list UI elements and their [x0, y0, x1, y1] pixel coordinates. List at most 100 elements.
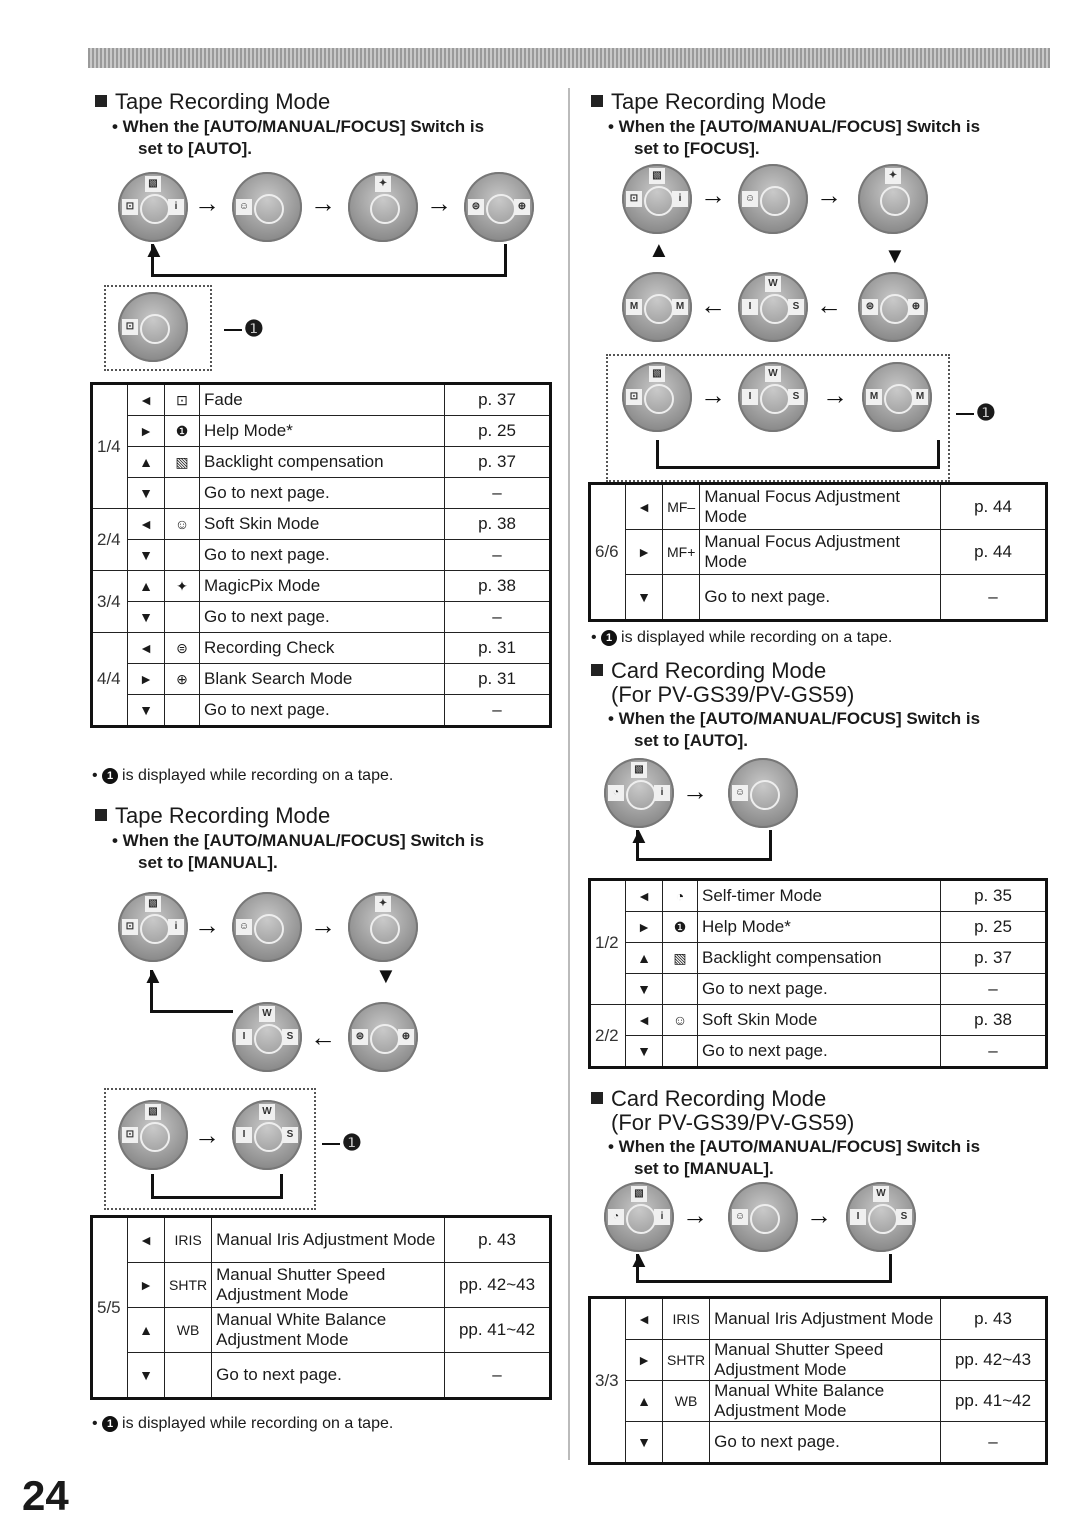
- page-reference: p. 44: [940, 483, 1047, 530]
- menu-item-label: Soft Skin Mode: [199, 508, 445, 540]
- direction-icon: ▼: [127, 539, 165, 571]
- menu-item-label: Go to next page.: [699, 574, 941, 621]
- dial-icon: ⊜⊕: [464, 172, 534, 242]
- table-row: ▼Go to next page.–: [92, 539, 551, 571]
- page-reference: p. 38: [940, 1004, 1047, 1036]
- direction-icon: ▲: [625, 942, 663, 974]
- page-reference: –: [444, 477, 551, 509]
- dial-icon: ✦: [348, 892, 418, 962]
- menu-item-label: Manual White Balance Adjustment Mode: [211, 1307, 445, 1353]
- page-reference: pp. 42~43: [444, 1262, 551, 1308]
- page-reference: –: [444, 601, 551, 633]
- page-indicator: 3/3: [589, 1297, 626, 1464]
- page-number: 24: [22, 1472, 69, 1519]
- dotted-box: [606, 354, 950, 482]
- direction-icon: ▲: [127, 570, 165, 602]
- header-band: [88, 48, 1050, 68]
- dotted-box: [104, 285, 212, 371]
- page-reference: p. 25: [444, 415, 551, 447]
- arrow-left-icon: ←: [816, 290, 842, 320]
- menu-item-label: Manual Iris Adjustment Mode: [211, 1216, 445, 1263]
- loop-arrow: [656, 440, 940, 469]
- menu-item-label: Backlight compensation: [199, 446, 445, 478]
- arrow-right-icon: →: [310, 910, 336, 940]
- callout-one: ❶: [224, 316, 264, 342]
- arrow-down-icon: ▼: [884, 243, 906, 268]
- direction-icon: ►: [127, 663, 165, 695]
- mode-icon: ⊕: [164, 663, 200, 695]
- direction-icon: ▼: [127, 477, 165, 509]
- dial-icon: ⊡i▧: [118, 172, 188, 242]
- menu-item-label: Recording Check: [199, 632, 445, 664]
- page-reference: p. 38: [444, 508, 551, 540]
- page-reference: –: [444, 694, 551, 727]
- mode-icon: IRIS: [163, 1216, 213, 1263]
- menu-item-label: Go to next page.: [709, 1421, 941, 1464]
- direction-icon: ▼: [625, 574, 663, 621]
- dial-icon: ⊡▧: [622, 362, 692, 432]
- page-reference: –: [940, 1421, 1047, 1464]
- mode-icon: SHTR: [661, 1339, 711, 1381]
- arrow-left-icon: ←: [700, 290, 726, 320]
- direction-icon: ▼: [625, 973, 663, 1005]
- loop-arrow: [636, 830, 772, 861]
- page-reference: –: [940, 1035, 1047, 1068]
- page-indicator: 4/4: [91, 632, 128, 727]
- page-reference: p. 35: [940, 879, 1047, 912]
- arrow-right-icon: →: [194, 1120, 220, 1150]
- page-indicator: 1/4: [91, 383, 128, 509]
- arrow-right-icon: →: [806, 1200, 832, 1230]
- mode-icon: ❶: [662, 911, 698, 943]
- menu-item-label: Go to next page.: [697, 973, 941, 1005]
- dial-icon: ◔i▧: [604, 1182, 674, 1252]
- direction-icon: ►: [127, 1262, 165, 1308]
- direction-icon: ◄: [127, 383, 165, 416]
- mode-icon: ▧: [164, 446, 200, 478]
- direction-icon: ◄: [625, 1297, 663, 1340]
- page-indicator: 3/4: [91, 570, 128, 633]
- page-reference: pp. 41~42: [940, 1380, 1047, 1422]
- loop-arrow: [636, 1254, 892, 1283]
- mode-icon: [164, 539, 200, 571]
- dial-icon: ☺: [232, 172, 302, 242]
- direction-icon: ◄: [625, 879, 663, 912]
- mode-icon: WB: [163, 1307, 213, 1353]
- mode-icon: ✦: [164, 570, 200, 602]
- menu-item-label: Go to next page.: [211, 1352, 445, 1399]
- table-row: ▼ Go to next page.–: [590, 574, 1047, 621]
- direction-icon: ►: [625, 911, 663, 943]
- arrow-up-icon: ▲: [648, 237, 670, 262]
- table-row: ▼Go to next page.–: [92, 694, 551, 727]
- dial-icon: ⊡i▧: [622, 164, 692, 234]
- mode-icon: IRIS: [661, 1297, 711, 1340]
- mode-icon: [661, 574, 701, 621]
- mode-icon: ❶: [164, 415, 200, 447]
- column-divider: [568, 88, 570, 1460]
- dial-icon: ✦: [858, 164, 928, 234]
- arrow-right-icon: →: [194, 188, 220, 218]
- direction-icon: ▼: [625, 1421, 663, 1464]
- page-reference: p. 37: [444, 446, 551, 478]
- page-reference: –: [940, 574, 1047, 621]
- menu-item-label: Self-timer Mode: [697, 879, 941, 912]
- menu-item-label: Fade: [199, 383, 445, 416]
- direction-icon: ▼: [127, 1352, 165, 1399]
- direction-icon: ◄: [127, 508, 165, 540]
- arrow-up-icon: ▲: [628, 1247, 650, 1272]
- dotted-box: [104, 1088, 316, 1210]
